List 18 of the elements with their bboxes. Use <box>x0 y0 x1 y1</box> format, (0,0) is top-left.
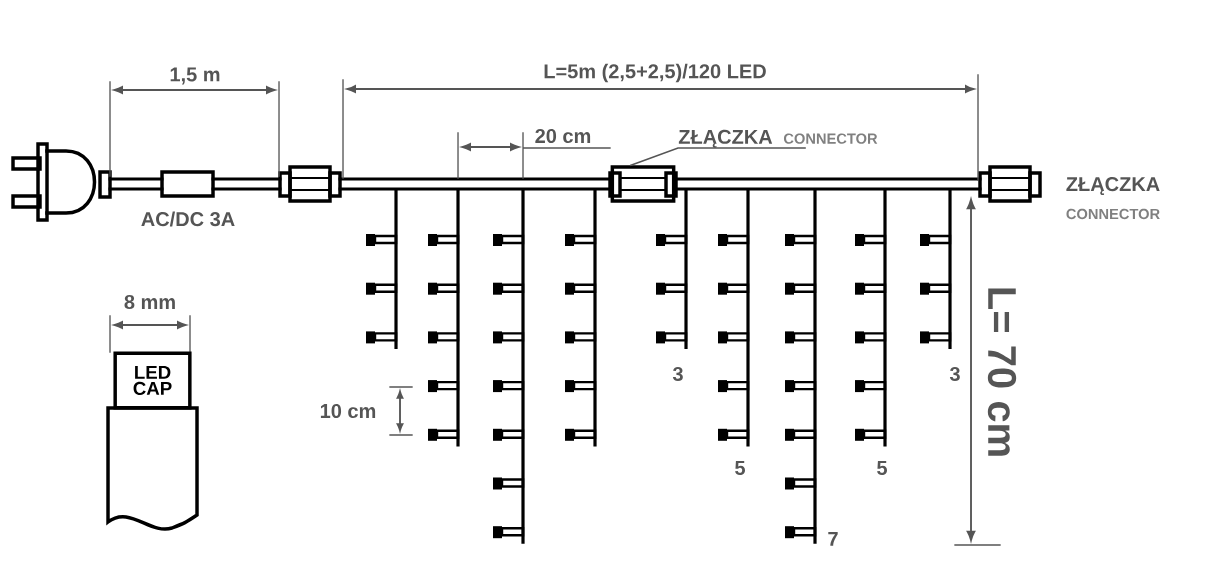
dimension-label: 3 <box>672 366 683 382</box>
dimension-label: ZŁĄCZKA <box>1066 177 1160 195</box>
dimension-label: 3 <box>949 366 960 382</box>
dimension-label: 1,5 m <box>170 67 220 85</box>
connector-label: ZŁĄCZKA CONNECTOR <box>678 129 878 148</box>
dimension-label: 7 <box>828 532 838 546</box>
led-cap-box: LED CAP <box>113 351 192 410</box>
dimension-label: AC/DC 3A <box>141 211 235 227</box>
dimension-label: 8 mm <box>124 294 175 310</box>
dimension-label: 5 <box>735 461 745 475</box>
connector-box <box>608 165 678 203</box>
dimension-label: 20 cm <box>535 128 591 144</box>
dimension-label: CONNECTOR <box>1066 208 1160 220</box>
dimension-label: 10 cm <box>320 403 376 419</box>
dimension-label: 5 <box>877 461 887 475</box>
leader-line <box>630 147 806 167</box>
dimension-label: L=5m (2,5+2,5)/120 LED <box>544 63 766 83</box>
rotated-dimension-label: L= 70 cm <box>987 288 1017 456</box>
